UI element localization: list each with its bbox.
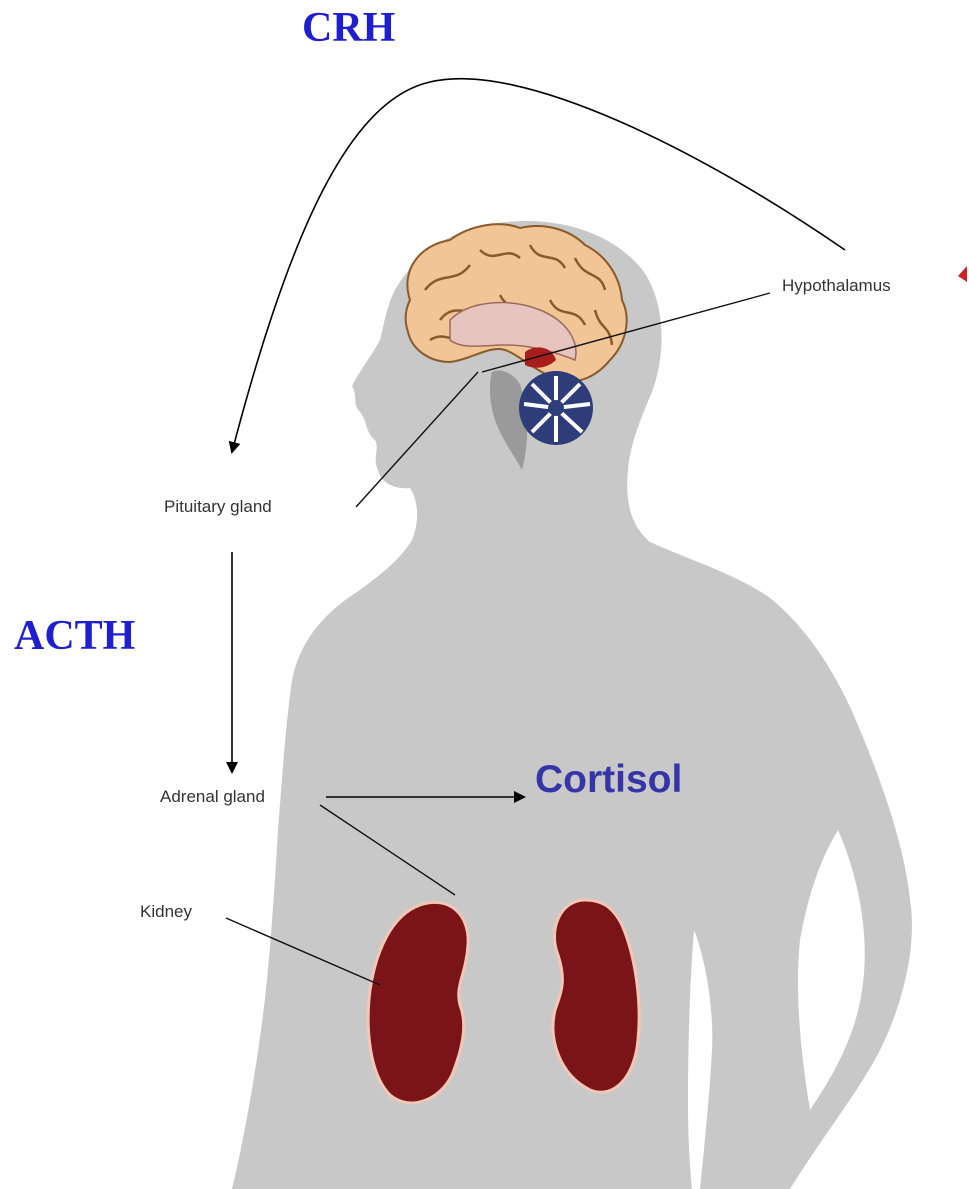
cerebellum	[519, 371, 593, 445]
hypothalamus-marker	[958, 266, 967, 282]
pituitary-label: Pituitary gland	[164, 497, 272, 517]
acth-label: ACTH	[14, 612, 135, 660]
adrenal-label: Adrenal gland	[160, 787, 265, 807]
hypothalamus-label: Hypothalamus	[782, 276, 891, 296]
cortisol-label: Cortisol	[535, 758, 682, 802]
kidney-label: Kidney	[140, 902, 192, 922]
crh-label: CRH	[302, 4, 395, 52]
